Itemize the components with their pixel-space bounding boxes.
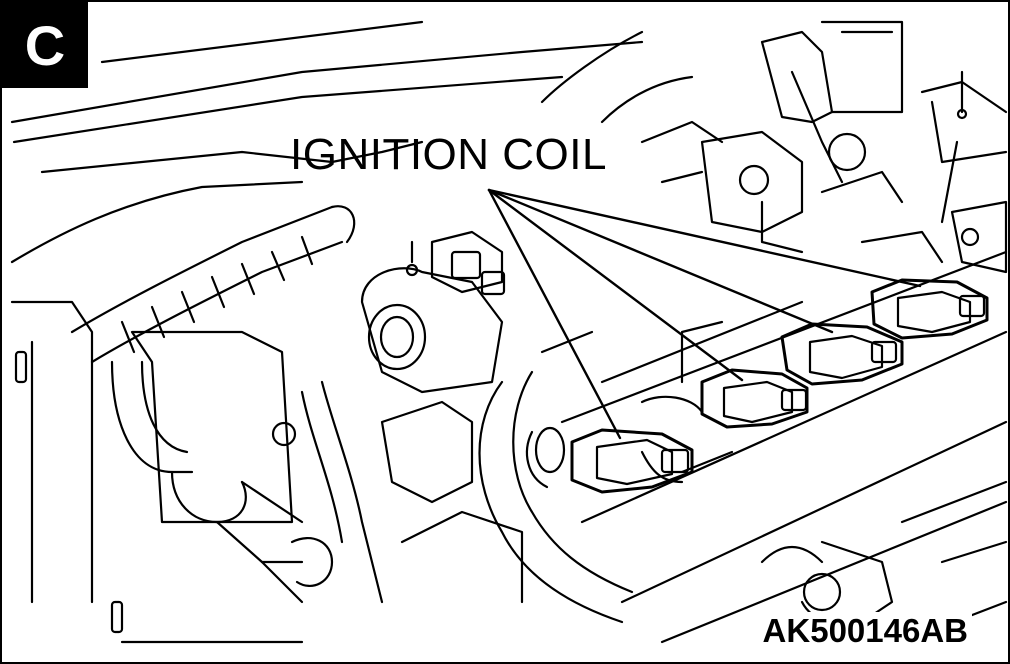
ignition-coil-1 [570,428,694,494]
hood-lines [10,20,694,264]
callout-leader-lines [487,188,922,440]
throttle-body [300,230,524,604]
corrugated-hose [70,205,356,364]
ignition-coil-callout: IGNITION COIL [290,130,607,179]
ignition-coil-3 [780,322,904,386]
ignition-coil-2 [700,368,809,429]
center-hose [478,330,634,624]
vertical-hose [110,360,334,604]
upper-right-components [640,20,1008,274]
ignition-coil-4 [870,278,989,340]
left-block [10,300,304,644]
view-letter-badge: C [2,2,88,88]
figure-code: AK500146AB [758,612,972,650]
